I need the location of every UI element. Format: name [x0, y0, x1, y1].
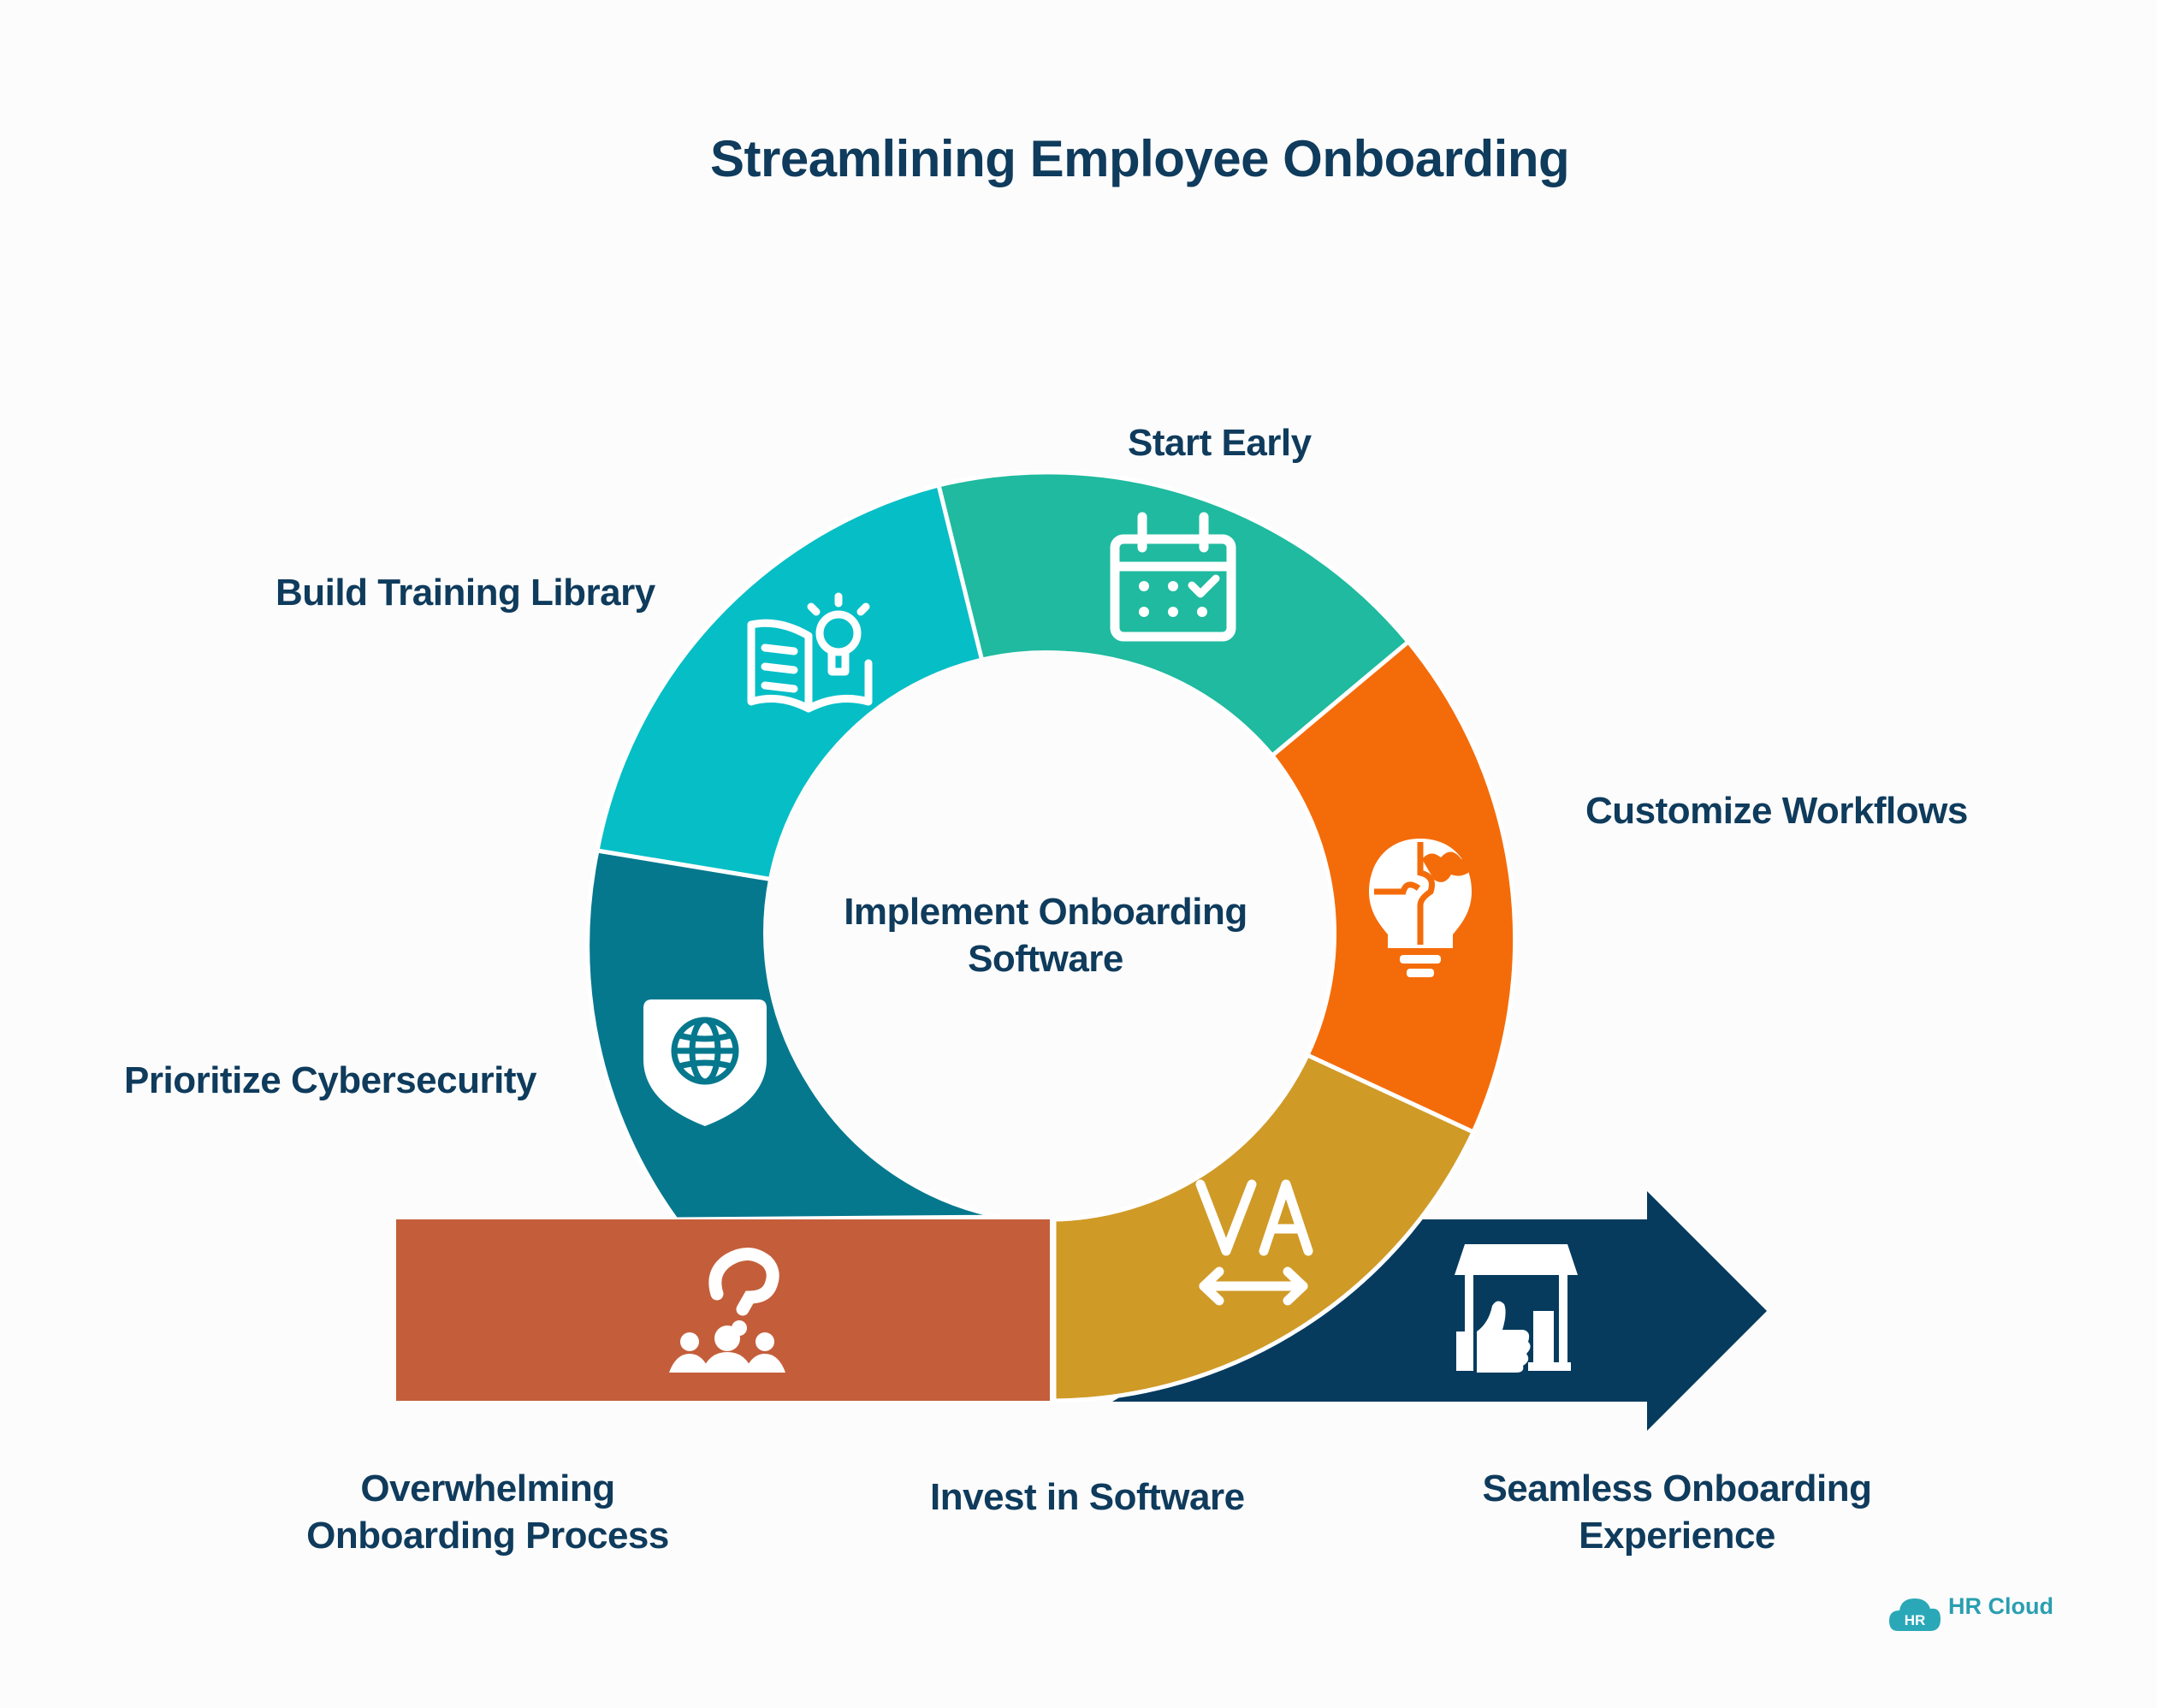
- label-seamless-onboarding: Seamless Onboarding Experience: [1455, 1465, 1899, 1559]
- center-label-line2: Software: [968, 938, 1123, 980]
- end-arrow: [1112, 1191, 1767, 1431]
- start-label-line1: Overwhelming: [360, 1468, 615, 1509]
- center-label: Implement Onboarding Software: [823, 888, 1268, 982]
- label-start-early: Start Early: [1128, 422, 1312, 464]
- store-thumbs-up-icon: [1455, 1244, 1578, 1373]
- globe-shield-icon: [643, 999, 767, 1126]
- va-width-icon: [1195, 1179, 1313, 1306]
- label-build-training-library: Build Training Library: [276, 572, 655, 614]
- logo-badge: HR: [1905, 1612, 1926, 1628]
- start-label-line2: Onboarding Process: [306, 1515, 669, 1557]
- label-customize-workflows: Customize Workflows: [1585, 790, 1968, 832]
- people-question-icon: [669, 1248, 785, 1373]
- logo-text: HR Cloud: [1948, 1593, 2053, 1619]
- end-label-line1: Seamless Onboarding: [1482, 1468, 1872, 1509]
- calendar-check-icon: [1110, 512, 1236, 642]
- segment-invest-in-software: [1052, 1052, 1477, 1403]
- center-circle: [763, 650, 1328, 1215]
- logo: HR Cloud: [1887, 1593, 2053, 1620]
- start-bar: [396, 1219, 1052, 1401]
- book-lightbulb-icon: [747, 592, 873, 713]
- logo-cloud-icon: HR: [1889, 1598, 1941, 1631]
- end-label-line2: Experience: [1579, 1515, 1775, 1557]
- label-invest-in-software: Invest in Software: [930, 1476, 1245, 1518]
- label-prioritize-cybersecurity: Prioritize Cybersecurity: [124, 1059, 536, 1101]
- label-overwhelming-onboarding: Overwhelming Onboarding Process: [282, 1465, 693, 1559]
- puzzle-lightbulb-icon: [1369, 839, 1472, 977]
- center-label-line1: Implement Onboarding: [844, 891, 1247, 933]
- page-title: Streamlining Employee Onboarding: [710, 130, 1570, 187]
